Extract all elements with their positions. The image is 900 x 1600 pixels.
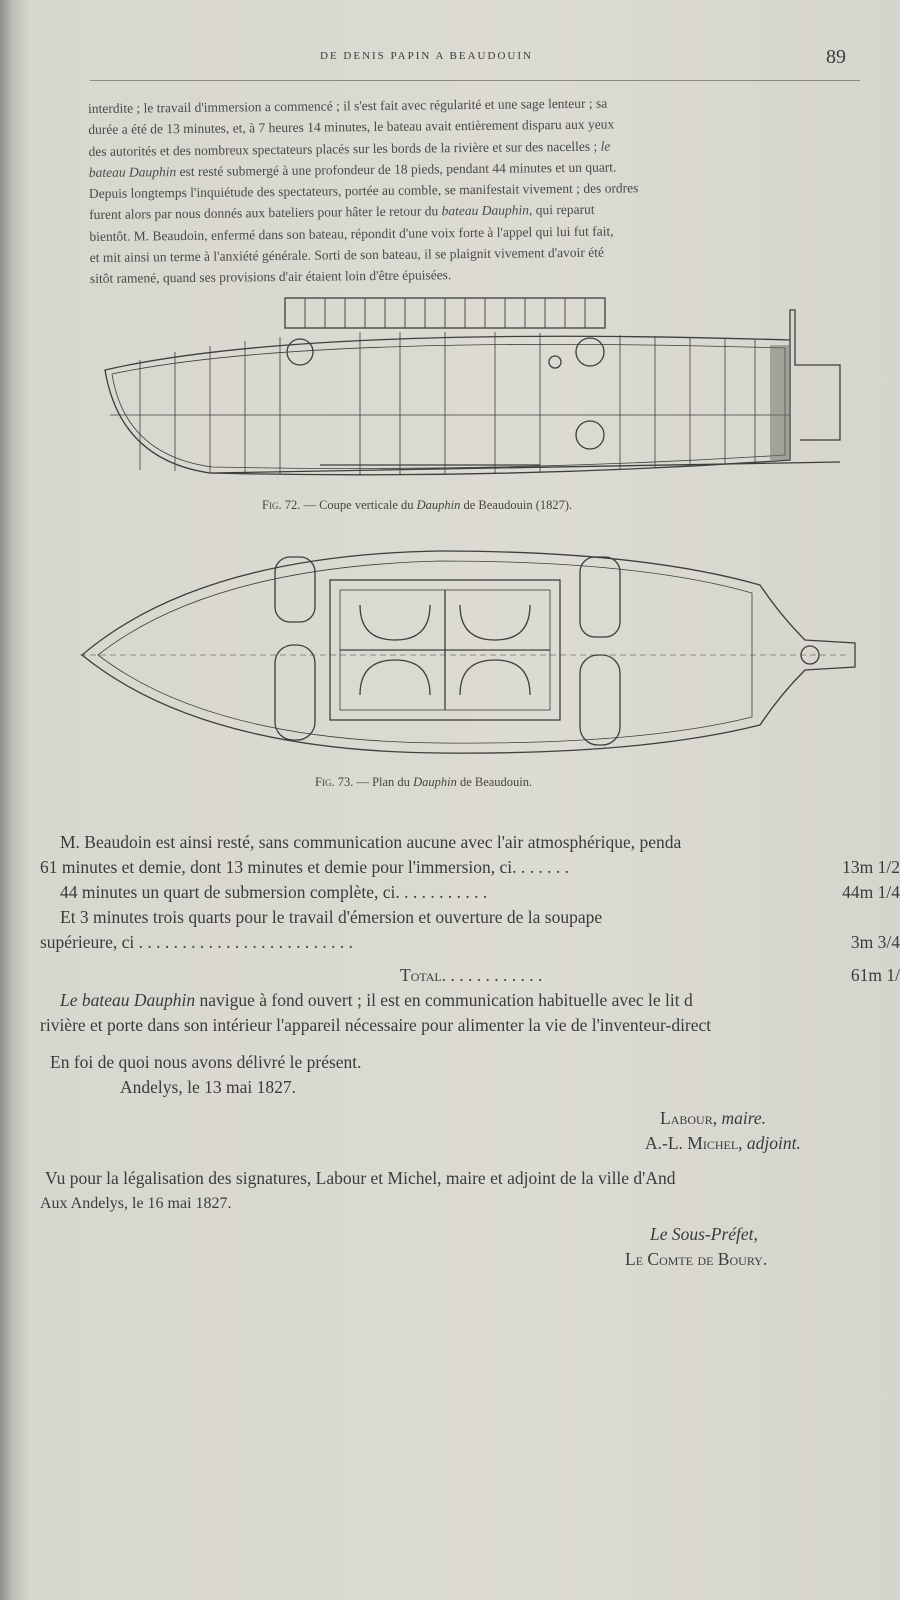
date-line: Andelys, le 13 mai 1827. — [120, 1077, 296, 1097]
legalisation-date: Aux Andelys, le 16 mai 1827. — [40, 1195, 232, 1212]
running-title: DE DENIS PAPIN A BEAUDOUIN — [320, 50, 533, 62]
text-line: 44 minutes un quart de submersion complè… — [40, 880, 900, 905]
header-rule — [90, 80, 860, 81]
amount: 44m 1/4 — [842, 882, 900, 902]
amount: 3m 3/4 — [851, 930, 900, 955]
legalisation-line: Vu pour la légalisation des signatures, … — [45, 1168, 676, 1188]
amount: 13m 1/2 — [842, 857, 900, 877]
text-line: Et 3 minutes trois quarts pour le travai… — [60, 907, 603, 927]
page-number: 89 — [826, 46, 846, 68]
paragraph-2: M. Beaudoin est ainsi resté, sans commun… — [40, 830, 900, 1272]
text-line: supérieure, ci . . . . . . . . . . . . .… — [40, 930, 900, 955]
total-amount: 61m 1/ — [850, 965, 900, 985]
paragraph-1: interdite ; le travail d'immersion a com… — [88, 90, 880, 290]
signature-mayor: Labour, maire. — [660, 1108, 767, 1128]
text-line: M. Beaudoin est ainsi resté, sans commun… — [60, 832, 682, 852]
figure-73-caption: Fig. 73. — Plan du Dauphin de Beaudouin. — [315, 775, 533, 789]
text-line: Le bateau Dauphin navigue à fond ouvert … — [60, 990, 693, 1010]
figure-73-plan-drawing — [80, 550, 856, 754]
subprefect-title: Le Sous-Préfet, — [650, 1224, 758, 1244]
figure-72-caption: Fig. 72. — Coupe verticale du Dauphin de… — [262, 498, 573, 512]
text-line: 61 minutes et demie, dont 13 minutes et … — [40, 855, 900, 880]
total-line: Total. . . . . . . . . . . .61m 1/ — [40, 963, 900, 988]
text-line: rivière et porte dans son intérieur l'ap… — [40, 1015, 712, 1035]
signature-deputy: A.-L. Michel, adjoint. — [645, 1133, 801, 1153]
subprefect-name: Le Comte de Boury. — [625, 1249, 768, 1269]
text-line: En foi de quoi nous avons délivré le pré… — [50, 1052, 362, 1072]
figure-72-section-drawing — [104, 297, 841, 476]
